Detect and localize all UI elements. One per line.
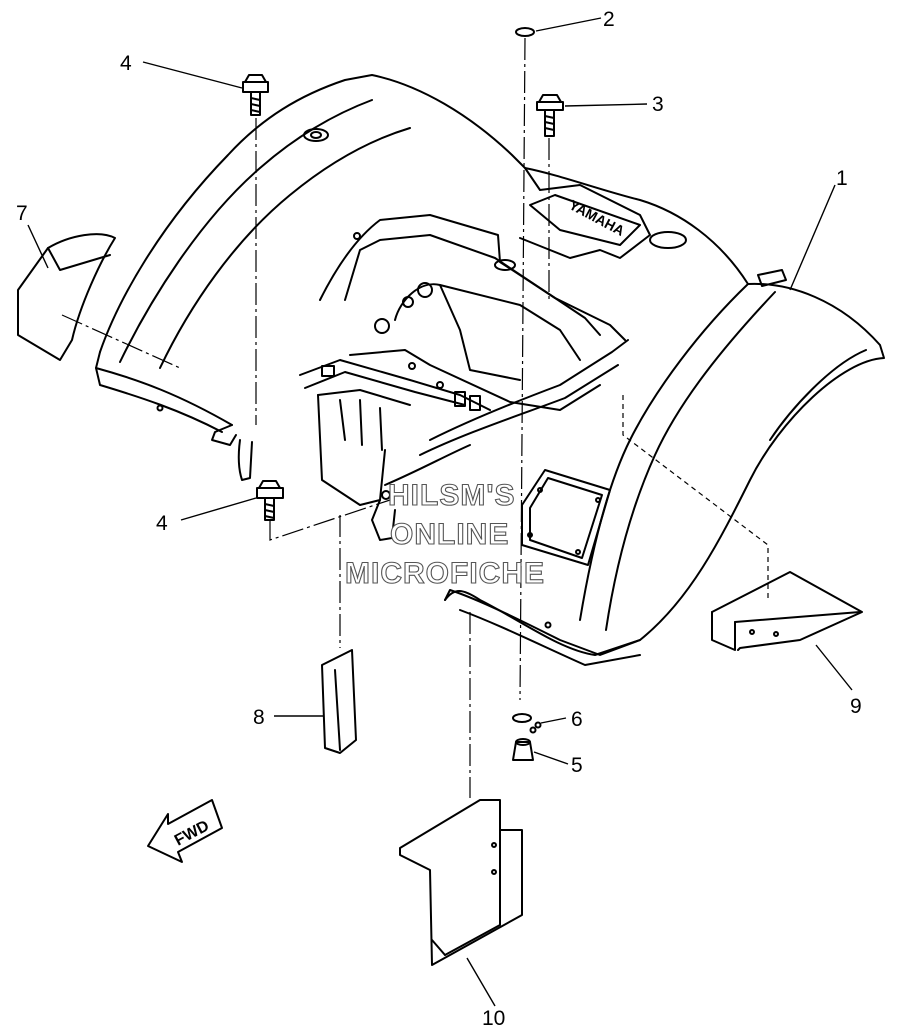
callout-7: 7 [16, 202, 28, 225]
part-8-cover [321, 649, 357, 754]
callout-8: 8 [253, 706, 265, 729]
watermark-line-2: ONLINE [390, 518, 509, 551]
part-5-grommet [512, 738, 534, 761]
callout-4-top: 4 [120, 52, 132, 75]
part-10-guard [399, 799, 523, 966]
bolt-4-lower [256, 480, 284, 521]
bolt-4-top [242, 74, 269, 116]
watermark: HILSM'S ONLINE MICROFICHE [344, 478, 545, 590]
callout-6: 6 [571, 708, 583, 731]
part-9-guard [711, 571, 863, 651]
watermark-line-1: HILSM'S [388, 479, 515, 512]
part-6-washer [512, 713, 542, 734]
callout-3: 3 [652, 93, 664, 116]
part-7-flap [17, 233, 116, 361]
fwd-arrow-icon [147, 799, 223, 863]
part-2-cap [515, 27, 535, 37]
callout-5: 5 [571, 754, 583, 777]
callout-2: 2 [603, 8, 615, 31]
bolt-3 [536, 94, 564, 137]
callout-1: 1 [836, 167, 848, 190]
callout-4-lower: 4 [156, 512, 168, 535]
callout-9: 9 [850, 695, 862, 718]
watermark-line-3: MICROFICHE [345, 557, 545, 590]
rear-fender [95, 74, 885, 666]
callout-10: 10 [482, 1007, 505, 1030]
